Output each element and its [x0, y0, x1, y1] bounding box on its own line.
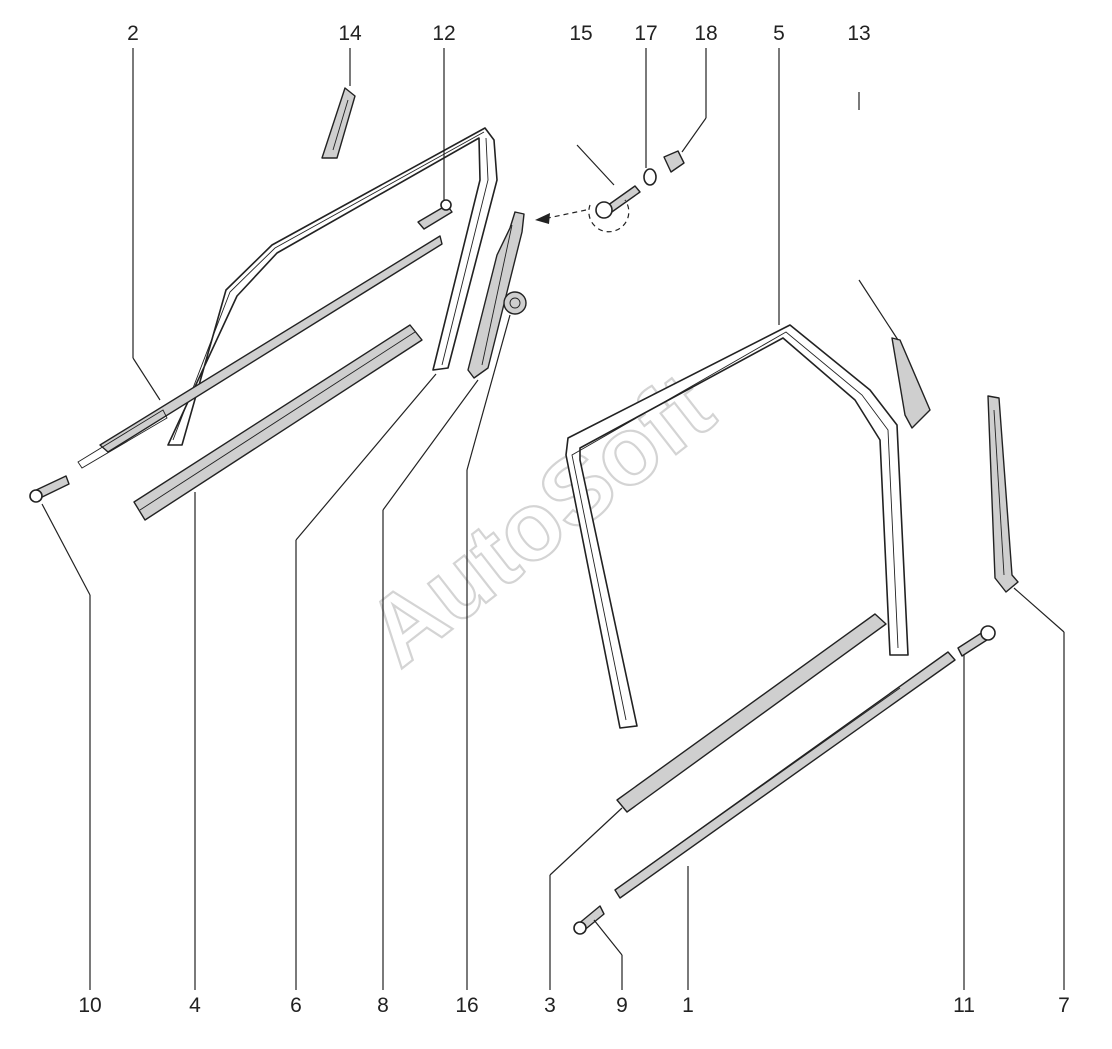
part-8-pillar-strip — [467, 211, 525, 379]
leader-3b — [549, 807, 623, 876]
leader-18 — [681, 117, 707, 153]
part-2-front-frame-seal — [77, 127, 498, 469]
leader-2b — [132, 357, 161, 401]
callout-labels: 2 14 12 15 17 18 5 13 10 4 6 8 16 3 9 1 … — [78, 22, 1070, 1017]
part-10-clip — [29, 475, 70, 503]
assembly-arrow — [535, 209, 587, 224]
callout-11: 11 — [953, 994, 975, 1017]
part-18-nut — [663, 150, 685, 173]
part-13-quarter-trim — [891, 337, 931, 429]
part-16-plug — [503, 291, 527, 315]
watermark-logo: AutoSoft — [347, 353, 732, 687]
callout-14: 14 — [338, 22, 362, 45]
leader-6b — [295, 373, 437, 541]
callout-8: 8 — [377, 994, 389, 1017]
callout-16: 16 — [455, 994, 478, 1017]
callout-18: 18 — [694, 22, 717, 45]
callout-13: 13 — [847, 22, 870, 45]
callout-6: 6 — [290, 994, 302, 1017]
part-12-clip — [417, 199, 453, 230]
callout-10: 10 — [78, 994, 101, 1017]
callout-7: 7 — [1058, 994, 1070, 1017]
part-15-screw — [588, 185, 641, 233]
part-11-clip — [957, 625, 996, 657]
callout-4: 4 — [189, 994, 201, 1017]
leader-8b — [382, 379, 479, 511]
callout-9: 9 — [616, 994, 628, 1017]
part-7-rear-pillar-strip — [987, 395, 1019, 593]
leader-16b — [466, 314, 511, 471]
callout-1: 1 — [682, 994, 694, 1017]
callout-15: 15 — [569, 22, 592, 45]
callout-12: 12 — [432, 22, 455, 45]
part-9-clip — [573, 905, 605, 935]
part-5-rear-frame-seal — [565, 324, 909, 729]
part-1-rear-outer-belt-strip — [614, 651, 956, 899]
part-4-front-belt-strip — [133, 324, 423, 521]
part-17-washer — [643, 168, 657, 186]
leader-10b — [41, 503, 91, 596]
part-3-rear-inner-belt-strip — [616, 613, 887, 813]
leader-9b — [593, 919, 623, 956]
callout-5: 5 — [773, 22, 785, 45]
callout-2: 2 — [127, 22, 139, 45]
leader-15 — [576, 144, 615, 186]
leader-lines — [41, 48, 1065, 990]
leader-13b — [858, 279, 899, 341]
leader-7b — [1013, 587, 1065, 633]
part-14-corner-trim — [321, 87, 356, 159]
callout-17: 17 — [634, 22, 657, 45]
callout-3: 3 — [544, 994, 556, 1017]
